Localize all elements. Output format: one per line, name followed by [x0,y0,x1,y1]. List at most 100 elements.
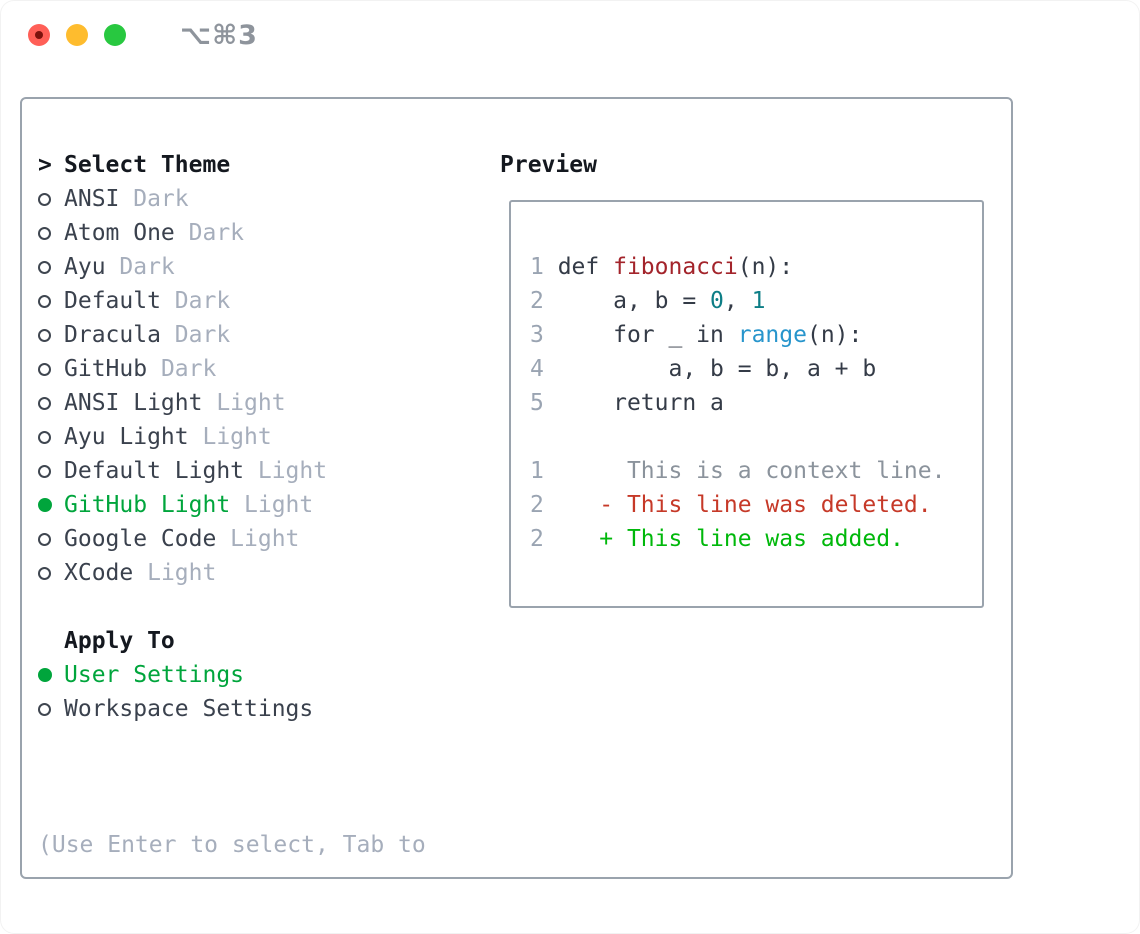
code-line: 3 for _ in range(n): [530,318,982,352]
code-segment-deleted: - This line was deleted. [557,492,932,518]
marker-box [38,454,64,488]
line-number: 2 [530,526,544,552]
spacer [38,590,488,624]
code-segment-func: fibonacci [613,254,738,280]
code-line: 5 return a [530,386,982,420]
apply-option-user-settings[interactable]: User Settings [38,658,488,692]
theme-option-label: ANSI Light [64,390,203,416]
minimize-button[interactable] [66,24,88,46]
radio-unselected-icon [38,294,51,308]
code-segment-code: return a [557,390,724,416]
line-number: 3 [530,322,544,348]
code-segment-code: (n): [806,322,863,348]
code-line: 2 a, b = 0, 1 [530,284,982,318]
theme-variant-label: Light [257,458,328,484]
radio-unselected-icon [38,396,51,410]
code-segment-num: 0 [710,288,724,314]
code-segment-code: , [723,288,752,314]
code-segment-context: This is a context line. [557,458,946,484]
titlebar: ⌥⌘3 [0,0,1140,70]
marker-box [38,284,64,318]
theme-option-label: GitHub Light [64,492,231,518]
line-number: 1 [530,254,544,280]
theme-option-google-code[interactable]: Google Code Light [38,522,488,556]
theme-variant-label: Dark [174,322,231,348]
theme-option-ayu[interactable]: Ayu Dark [38,250,488,284]
help-text-line-2: change focus) [38,930,488,934]
theme-option-dracula[interactable]: Dracula Dark [38,318,488,352]
line-number: 2 [530,288,544,314]
radio-selected-icon [38,498,52,512]
preview-heading: Preview [500,152,597,178]
diff-preview-block: 1 This is a context line.2 - This line w… [530,454,982,556]
theme-option-label: Default [64,288,161,314]
select-theme-heading: Select Theme [64,152,231,178]
help-text-line-1: (Use Enter to select, Tab to [38,832,426,858]
code-segment-code: for _ in [557,322,738,348]
code-segment-code: def [557,254,614,280]
code-segment-code: a, b = [557,288,711,314]
theme-variant-label: Light [244,492,314,518]
diff-line: 2 + This line was added. [530,522,982,556]
radio-unselected-icon [38,430,51,444]
diff-line: 2 - This line was deleted. [530,488,982,522]
code-segment-code: a, b = b, a + b [557,356,877,382]
radio-unselected-icon [38,226,51,240]
window-title: ⌥⌘3 [180,19,258,51]
radio-unselected-icon [38,362,51,376]
select-theme-heading-row: > Select Theme [38,148,488,182]
apply-option-label: User Settings [64,662,245,688]
theme-option-ansi[interactable]: ANSI Dark [38,182,488,216]
theme-variant-label: Light [147,560,217,586]
marker-box [38,556,64,590]
theme-variant-label: Dark [119,254,175,280]
theme-option-label: ANSI [64,186,120,212]
apply-option-label: Workspace Settings [64,696,314,722]
apply-option-workspace-settings[interactable]: Workspace Settings [38,692,488,726]
theme-option-label: XCode [64,560,134,586]
theme-option-label: GitHub [64,356,148,382]
zoom-button[interactable] [104,24,126,46]
marker-box [38,386,64,420]
code-segment-builtin: range [737,322,807,348]
marker-box [38,250,64,284]
help-text: (Use Enter to select, Tab to change focu… [38,760,488,934]
marker-box [38,352,64,386]
line-number: 5 [530,390,544,416]
theme-option-github-light[interactable]: GitHub Light Light [38,488,488,522]
line-number: 4 [530,356,544,382]
radio-unselected-icon [38,566,51,580]
theme-variant-label: Dark [188,220,245,246]
close-button[interactable] [28,24,50,46]
theme-variant-label: Light [202,424,272,450]
theme-option-label: Ayu [64,254,106,280]
line-number: 1 [530,458,544,484]
line-number: 2 [530,492,544,518]
theme-variant-label: Light [230,526,300,552]
diff-line: 1 This is a context line. [530,454,982,488]
marker-spacer [38,624,64,658]
apply-to-heading-row: Apply To [38,624,488,658]
marker-box [38,522,64,556]
theme-option-default[interactable]: Default Dark [38,284,488,318]
theme-option-label: Dracula [64,322,161,348]
theme-option-xcode[interactable]: XCode Light [38,556,488,590]
theme-variant-label: Dark [174,288,231,314]
marker-box [38,182,64,216]
radio-unselected-icon [38,464,51,478]
theme-option-label: Google Code [64,526,217,552]
theme-variant-label: Dark [133,186,189,212]
marker-box [38,692,64,726]
cursor-arrow-icon: > [38,152,52,178]
